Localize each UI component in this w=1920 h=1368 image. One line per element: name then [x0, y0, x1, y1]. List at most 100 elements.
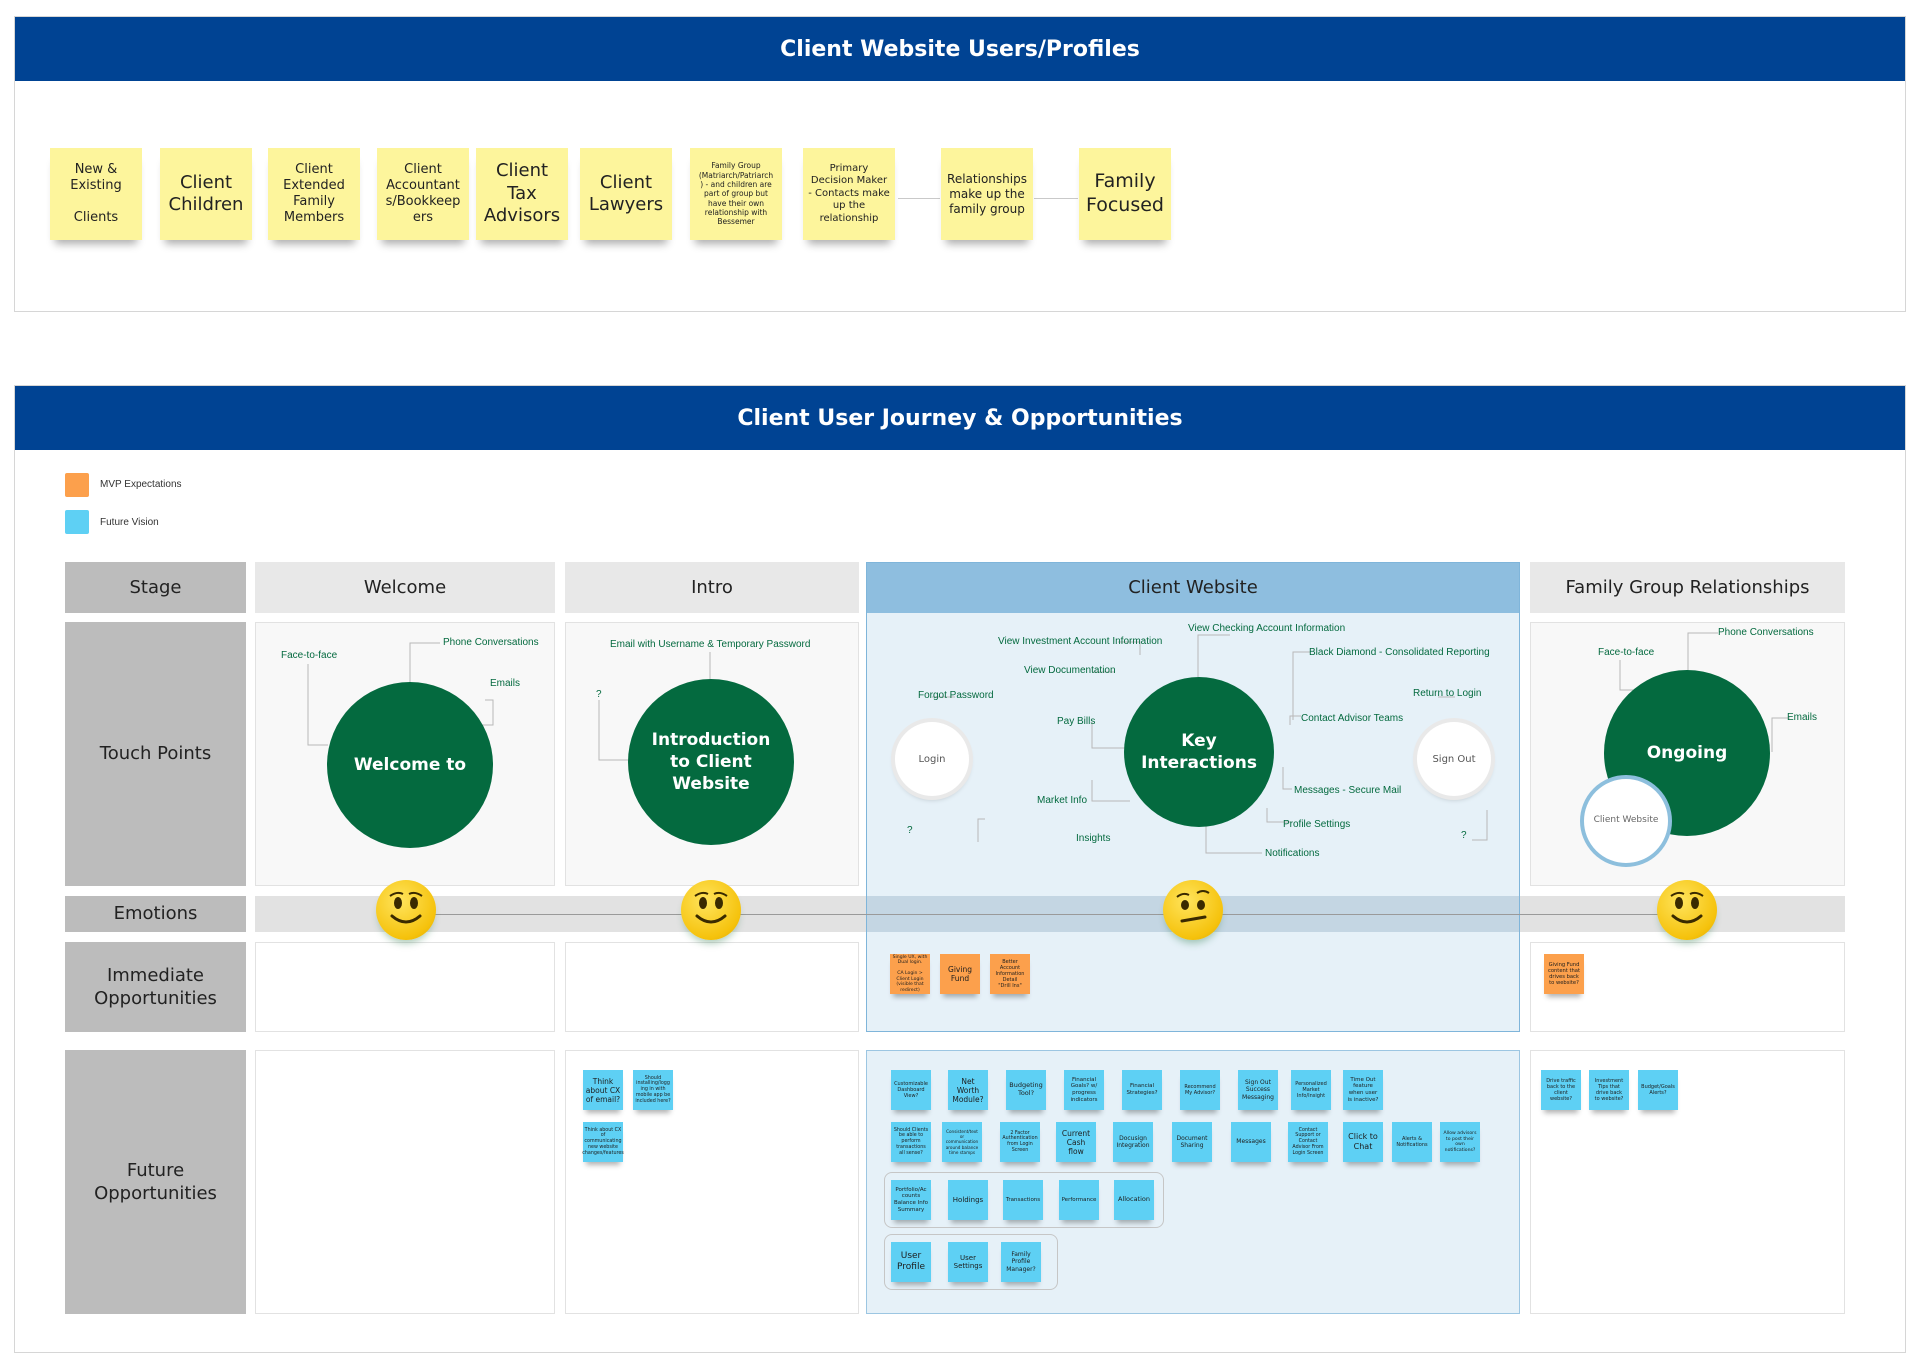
profile-note-family-group[interactable]: Family Group (Matriarch/Patriarch ) - an… [690, 148, 782, 240]
legend-future-swatch [65, 510, 89, 534]
future-cell-family [1530, 1050, 1845, 1314]
touch-point-view-investment: View Investment Account Information [998, 636, 1163, 647]
future-note-transactions-sense[interactable]: Should Clients be able to perform transa… [891, 1122, 931, 1162]
future-note-messages[interactable]: Messages [1231, 1122, 1271, 1162]
touch-point-forgot-password: Forgot Password [918, 690, 994, 701]
sign-out-circle[interactable]: Sign Out [1417, 722, 1491, 796]
future-note-drive-traffic[interactable]: Drive traffic back to the client website… [1541, 1070, 1581, 1110]
profile-note-primary-decision-maker[interactable]: Primary Decision Maker - Contacts make u… [803, 148, 895, 240]
touch-point-notifications: Notifications [1265, 848, 1320, 859]
touch-point-unknown-left: ? [907, 825, 913, 836]
future-note-financial-strategies[interactable]: Financial Strategies? [1122, 1070, 1162, 1110]
touch-point-market-info: Market Info [1037, 795, 1088, 806]
stage-circle-website[interactable]: Key Interactions [1124, 677, 1274, 827]
touch-point-return-to-login: Return to Login [1413, 688, 1482, 699]
profile-connector [898, 198, 940, 199]
smiley-face-icon [376, 880, 436, 940]
profiles-banner: Client Website Users/Profiles [15, 17, 1905, 81]
future-note-market-insight[interactable]: Personalized Market Info/Insight [1291, 1070, 1331, 1110]
thinking-face-icon [1163, 880, 1223, 940]
future-note-current-cash-flow[interactable]: Current Cash flow [1056, 1122, 1096, 1162]
touch-point-unknown: ? [596, 689, 602, 700]
touch-point-view-documentation: View Documentation [1024, 665, 1116, 676]
stage-circle-intro[interactable]: Introduction to Client Website [628, 679, 794, 845]
immediate-note-giving-fund-content[interactable]: Giving Fund content that drives back to … [1544, 954, 1584, 994]
profile-connector [1034, 198, 1078, 199]
future-note-investment-tips[interactable]: Investment Tips that drive back to websi… [1589, 1070, 1629, 1110]
legend-mvp-swatch [65, 473, 89, 497]
future-note-mobile-app[interactable]: Should installing/logg ing in with mobil… [633, 1070, 673, 1110]
profile-note-client-lawyers[interactable]: Client Lawyers [580, 148, 672, 240]
touch-point-insights: Insights [1076, 833, 1111, 844]
stage-header-family-group: Family Group Relationships [1530, 562, 1845, 613]
future-note-balance-timestamps[interactable]: Consistent/text or communication around … [942, 1122, 982, 1162]
row-label-stage: Stage [65, 562, 246, 613]
immediate-cell-intro [565, 942, 859, 1032]
future-note-two-factor[interactable]: 2 Factor Authentication from Login Scree… [1000, 1122, 1040, 1162]
login-circle[interactable]: Login [895, 722, 969, 796]
profile-note-family-focused[interactable]: Family Focused [1079, 148, 1171, 240]
future-note-website-changes[interactable]: Think about CX of communicating new webs… [582, 1122, 624, 1162]
future-note-holdings[interactable]: Holdings [948, 1180, 988, 1220]
client-website-sub-circle[interactable]: Client Website [1580, 775, 1672, 867]
profile-note-relationships[interactable]: Relationships make up the family group [941, 148, 1033, 240]
row-label-future-opportunities: Future Opportunities [65, 1050, 246, 1314]
future-note-family-profile-manager[interactable]: Family Profile Manager? [1001, 1242, 1041, 1282]
row-label-touch-points: Touch Points [65, 622, 246, 886]
profile-note-client-tax-advisors[interactable]: Client Tax Advisors [476, 148, 568, 240]
future-cell-welcome [255, 1050, 555, 1314]
future-note-document-sharing[interactable]: Document Sharing [1172, 1122, 1212, 1162]
future-note-time-out[interactable]: Time Out feature when user is inactive? [1343, 1070, 1383, 1110]
legend-mvp-label: MVP Expectations [100, 479, 182, 490]
future-group-profile [884, 1234, 1058, 1290]
touch-point-pay-bills: Pay Bills [1057, 716, 1096, 727]
future-note-user-settings[interactable]: User Settings [948, 1242, 988, 1282]
future-note-email-cx[interactable]: Think about CX of email? [583, 1070, 623, 1110]
touch-point-view-checking: View Checking Account Information [1188, 623, 1346, 634]
future-note-click-to-chat[interactable]: Click to Chat [1343, 1122, 1383, 1162]
future-note-docusign[interactable]: Docusign Integration [1113, 1122, 1153, 1162]
future-note-user-profile[interactable]: User Profile [891, 1242, 931, 1282]
future-note-sign-out-messaging[interactable]: Sign Out Success Messaging [1238, 1070, 1278, 1110]
touch-point-profile-settings: Profile Settings [1283, 819, 1351, 830]
journey-banner: Client User Journey & Opportunities [15, 386, 1905, 450]
profile-note-new-existing-clients[interactable]: New & Existing Clients [50, 148, 142, 240]
touch-point-phone-conversations: Phone Conversations [443, 637, 539, 648]
touch-point-phone-conversations: Phone Conversations [1718, 627, 1814, 638]
smiley-face-icon [1657, 880, 1717, 940]
stage-circle-welcome[interactable]: Welcome to [327, 682, 493, 848]
future-note-recommend-advisor[interactable]: Recommend My Advisor? [1180, 1070, 1220, 1110]
immediate-cell-welcome [255, 942, 555, 1032]
profiles-title: Client Website Users/Profiles [780, 36, 1140, 62]
future-note-budget-alerts[interactable]: Budget/Goals Alerts? [1638, 1070, 1678, 1110]
future-note-transactions[interactable]: Transactions [1003, 1180, 1043, 1220]
immediate-note-account-detail[interactable]: Better Account Information Detail "Drill… [990, 954, 1030, 994]
future-note-portfolio-summary[interactable]: Portfolio/Ac counts Balance Info Summary [891, 1180, 931, 1220]
future-note-financial-goals[interactable]: Financial Goals? w/ progress indicators [1064, 1070, 1104, 1110]
future-note-performance[interactable]: Performance [1059, 1180, 1099, 1220]
touch-point-unknown-right: ? [1461, 830, 1467, 841]
touch-point-secure-mail: Messages - Secure Mail [1294, 785, 1402, 796]
touch-point-face-to-face: Face-to-face [1598, 647, 1655, 658]
future-note-contact-support[interactable]: Contact Support or Contact Advisor From … [1288, 1122, 1328, 1162]
legend-future-label: Future Vision [100, 517, 159, 528]
immediate-note-giving-fund[interactable]: Giving Fund [940, 954, 980, 994]
future-note-allocation[interactable]: Allocation [1114, 1180, 1154, 1220]
touch-point-emails: Emails [1787, 712, 1818, 723]
stage-header-client-website: Client Website [866, 562, 1520, 613]
row-label-emotions: Emotions [65, 896, 246, 932]
touch-point-contact-advisor-teams: Contact Advisor Teams [1301, 713, 1404, 724]
journey-title: Client User Journey & Opportunities [737, 405, 1183, 431]
profile-note-client-children[interactable]: Client Children [160, 148, 252, 240]
immediate-note-dual-login[interactable]: Single UX, with Dual login. CA Login > C… [890, 954, 930, 994]
future-group-portfolio [884, 1172, 1164, 1228]
row-label-immediate-opportunities: Immediate Opportunities [65, 942, 246, 1032]
future-note-advisor-notifications[interactable]: Allow advisors to post their own notific… [1440, 1122, 1480, 1162]
profile-note-client-extended-family[interactable]: Client Extended Family Members [268, 148, 360, 240]
future-note-alerts-notifications[interactable]: Alerts & Notifications [1392, 1122, 1432, 1162]
future-note-dashboard[interactable]: Customizable Dashboard View? [891, 1070, 931, 1110]
future-note-budgeting[interactable]: Budgeting Tool? [1006, 1070, 1046, 1110]
future-note-net-worth[interactable]: Net Worth Module? [948, 1070, 988, 1110]
profile-note-client-accountants[interactable]: Client Accountant s/Bookkeep ers [377, 148, 469, 240]
touch-point-face-to-face: Face-to-face [281, 650, 338, 661]
